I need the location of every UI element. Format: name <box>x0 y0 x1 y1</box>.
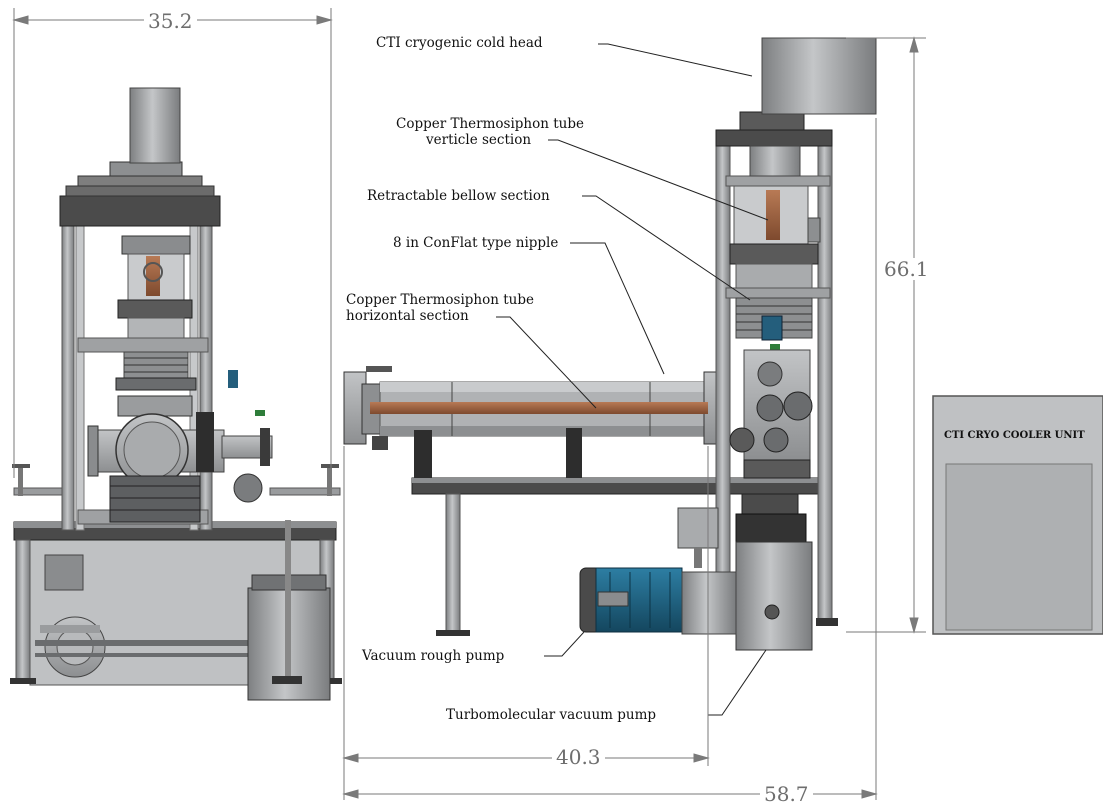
cryo-unit-title: CTI CRYO COOLER UNIT <box>944 430 1085 441</box>
leader-lines <box>496 43 769 716</box>
dim-length-mid: 40.3 <box>552 746 605 768</box>
cryo-cooler-unit <box>932 395 1103 635</box>
label-vertical-tube-2: verticle section <box>426 132 532 148</box>
dim-width-left: 35.2 <box>144 10 197 32</box>
label-cold-head: CTI cryogenic cold head <box>376 35 543 51</box>
label-horizontal-tube-1: Copper Thermosiphon tube <box>346 292 534 308</box>
label-turbo-pump: Turbomolecular vacuum pump <box>446 707 657 723</box>
label-bellow: Retractable bellow section <box>367 188 550 204</box>
dim-length-total: 58.7 <box>760 783 813 805</box>
label-rough-pump: Vacuum rough pump <box>362 648 505 664</box>
side-view <box>343 37 877 651</box>
dim-height-right: 66.1 <box>880 258 933 280</box>
label-vertical-tube-1: Copper Thermosiphon tube <box>396 116 584 132</box>
label-horizontal-tube-2: horizontal section <box>346 308 469 324</box>
label-nipple: 8 in ConFlat type nipple <box>393 235 559 251</box>
front-view <box>10 87 342 701</box>
dimension-lines <box>12 8 926 800</box>
